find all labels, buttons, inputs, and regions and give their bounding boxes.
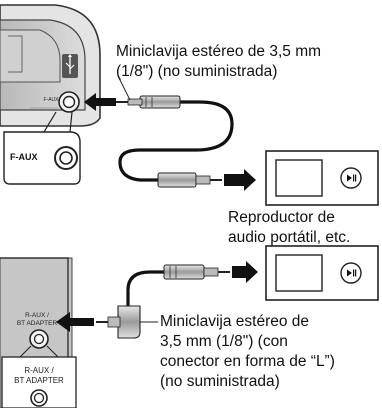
play-pause-icon: [347, 174, 357, 182]
front-aux-callout-label: F-AUX: [10, 152, 38, 162]
player-caption-line1: Reproductor de: [228, 209, 335, 226]
arrow-to-bottom-player: [232, 261, 258, 283]
rear-callout-label: R-AUX / BT ADAPTER: [4, 366, 74, 386]
top-plug-upper: [116, 95, 181, 109]
rear-aux-label: R-AUX / BT ADAPTER: [10, 312, 64, 328]
rear-aux-label-line2: BT ADAPTER: [16, 320, 58, 327]
top-plug-leader: [117, 75, 131, 101]
bottom-straight-plug: [163, 264, 230, 280]
rear-callout-label-line1: R-AUX /: [24, 366, 54, 375]
front-aux-small-label: F-AUX: [43, 97, 59, 103]
top-plug-caption-line1: Miniclavija estéreo de 3,5 mm: [116, 43, 322, 60]
player-caption-line2: audio portátil, etc.: [228, 229, 351, 246]
l-plug-caption-line3: conector en forma de “L”): [160, 353, 335, 370]
rear-callout-label-line2: BT ADAPTER: [14, 376, 64, 385]
play-pause-icon: [347, 269, 357, 277]
l-plug-caption-line4: (no suministrada): [160, 373, 280, 390]
arrow-to-front-jack: [84, 93, 116, 111]
l-shaped-plug: [96, 305, 141, 339]
arrow-to-rear-jack: [56, 312, 94, 332]
arrow-to-top-player: [224, 169, 256, 191]
front-aux-callout: [3, 111, 81, 185]
top-cable: [118, 100, 234, 182]
bottom-portable-player: [265, 245, 379, 301]
front-aux-jack: [58, 91, 80, 113]
bottom-cable: [126, 270, 166, 306]
rear-aux-jack: [29, 329, 49, 349]
rear-aux-label-line1: R-AUX /: [25, 312, 49, 319]
top-plug-caption-line2: (1/8") (no suministrada): [116, 63, 278, 80]
l-plug-caption-line2: 3,5 mm (1/8") (con: [160, 333, 288, 350]
front-panel-unit: [0, 4, 101, 127]
l-plug-caption-line1: Miniclavija estéreo de: [160, 313, 310, 330]
top-plug-lower: [157, 172, 222, 188]
usb-icon: [62, 54, 78, 78]
top-portable-player: [265, 150, 379, 206]
